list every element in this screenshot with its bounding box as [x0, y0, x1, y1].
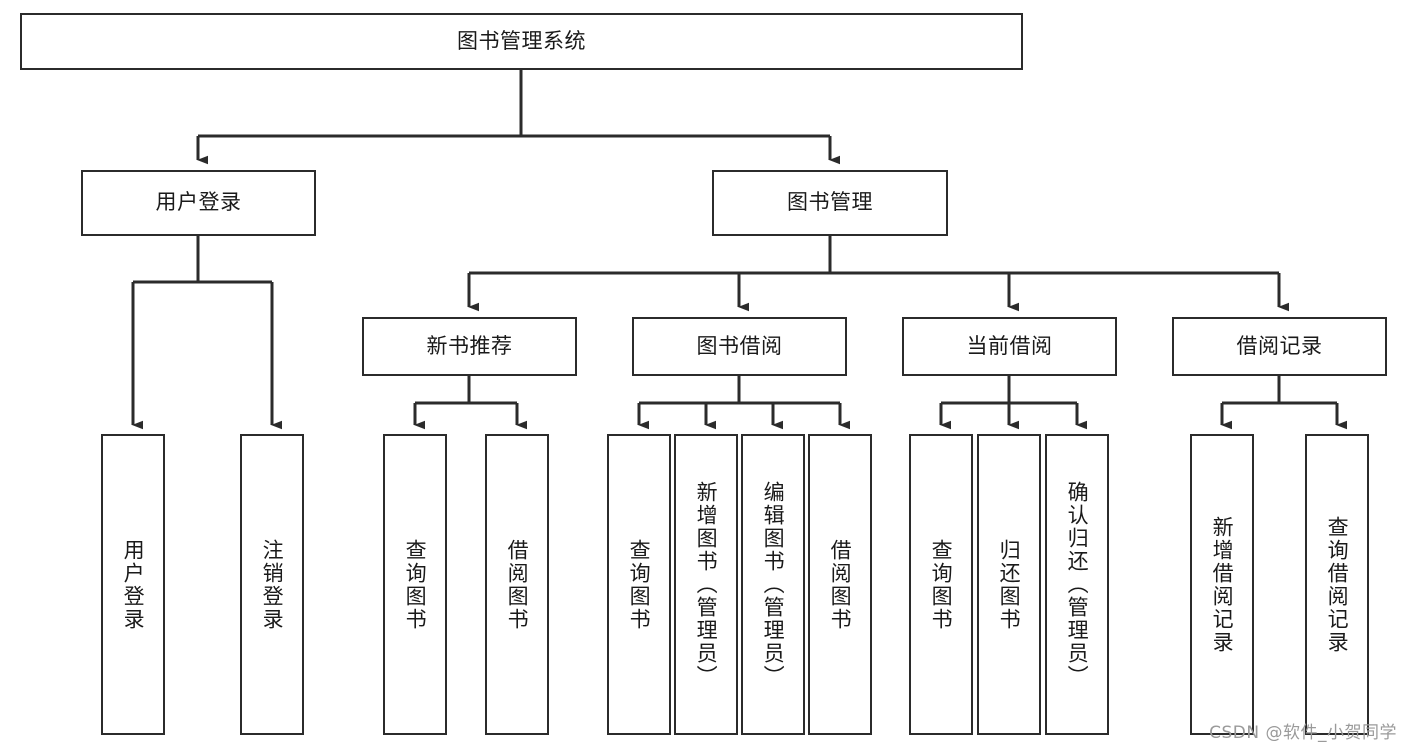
leaf-book-borrow-edit-book-label: 编辑图书（管理员） — [761, 481, 786, 688]
leaf-current-borrow-confirm-return-label: 确认归还（管理员） — [1065, 481, 1090, 688]
leaf-user-login-login[interactable]: 用户登录 — [101, 434, 165, 735]
leaf-new-book-query-book[interactable]: 查询图书 — [383, 434, 447, 735]
leaf-current-borrow-confirm-return[interactable]: 确认归还（管理员） — [1045, 434, 1109, 735]
node-current-borrow[interactable]: 当前借阅 — [902, 317, 1117, 376]
leaf-book-borrow-edit-book[interactable]: 编辑图书（管理员） — [741, 434, 805, 735]
leaf-book-borrow-query-book-label: 查询图书 — [627, 538, 652, 631]
leaf-current-borrow-return-book-label: 归还图书 — [997, 538, 1022, 631]
leaf-borrow-record-query-record[interactable]: 查询借阅记录 — [1305, 434, 1369, 735]
leaf-borrow-record-add-record-label: 新增借阅记录 — [1210, 515, 1235, 654]
leaf-new-book-query-book-label: 查询图书 — [403, 538, 428, 631]
node-user-login[interactable]: 用户登录 — [81, 170, 316, 236]
leaf-new-book-borrow-book[interactable]: 借阅图书 — [485, 434, 549, 735]
leaf-book-borrow-borrow-book[interactable]: 借阅图书 — [808, 434, 872, 735]
leaf-current-borrow-return-book[interactable]: 归还图书 — [977, 434, 1041, 735]
node-book-management[interactable]: 图书管理 — [712, 170, 948, 236]
node-user-login-label: 用户登录 — [155, 190, 242, 215]
node-borrow-record-label: 借阅记录 — [1236, 333, 1323, 358]
leaf-current-borrow-query-book-label: 查询图书 — [929, 538, 954, 631]
leaf-book-borrow-borrow-book-label: 借阅图书 — [828, 538, 853, 631]
leaf-book-borrow-query-book[interactable]: 查询图书 — [607, 434, 671, 735]
leaf-current-borrow-query-book[interactable]: 查询图书 — [909, 434, 973, 735]
node-new-book-recommend[interactable]: 新书推荐 — [362, 317, 577, 376]
node-book-borrow-label: 图书借阅 — [696, 333, 783, 358]
leaf-borrow-record-add-record[interactable]: 新增借阅记录 — [1190, 434, 1254, 735]
leaf-book-borrow-add-book-label: 新增图书（管理员） — [694, 481, 719, 688]
node-borrow-record[interactable]: 借阅记录 — [1172, 317, 1387, 376]
csdn-watermark: CSDN @软件_小贺同学 — [1209, 723, 1397, 743]
leaf-user-login-login-label: 用户登录 — [121, 538, 146, 631]
node-root-book-management-system[interactable]: 图书管理系统 — [20, 13, 1023, 70]
leaf-user-login-logout-label: 注销登录 — [260, 538, 285, 631]
node-book-management-label: 图书管理 — [787, 190, 873, 215]
leaf-borrow-record-query-record-label: 查询借阅记录 — [1325, 515, 1350, 654]
node-new-book-recommend-label: 新书推荐 — [426, 333, 513, 358]
leaf-new-book-borrow-book-label: 借阅图书 — [505, 538, 530, 631]
node-root-label: 图书管理系统 — [457, 28, 586, 53]
leaf-user-login-logout[interactable]: 注销登录 — [240, 434, 304, 735]
node-current-borrow-label: 当前借阅 — [966, 333, 1053, 358]
node-book-borrow[interactable]: 图书借阅 — [632, 317, 847, 376]
leaf-book-borrow-add-book[interactable]: 新增图书（管理员） — [674, 434, 738, 735]
